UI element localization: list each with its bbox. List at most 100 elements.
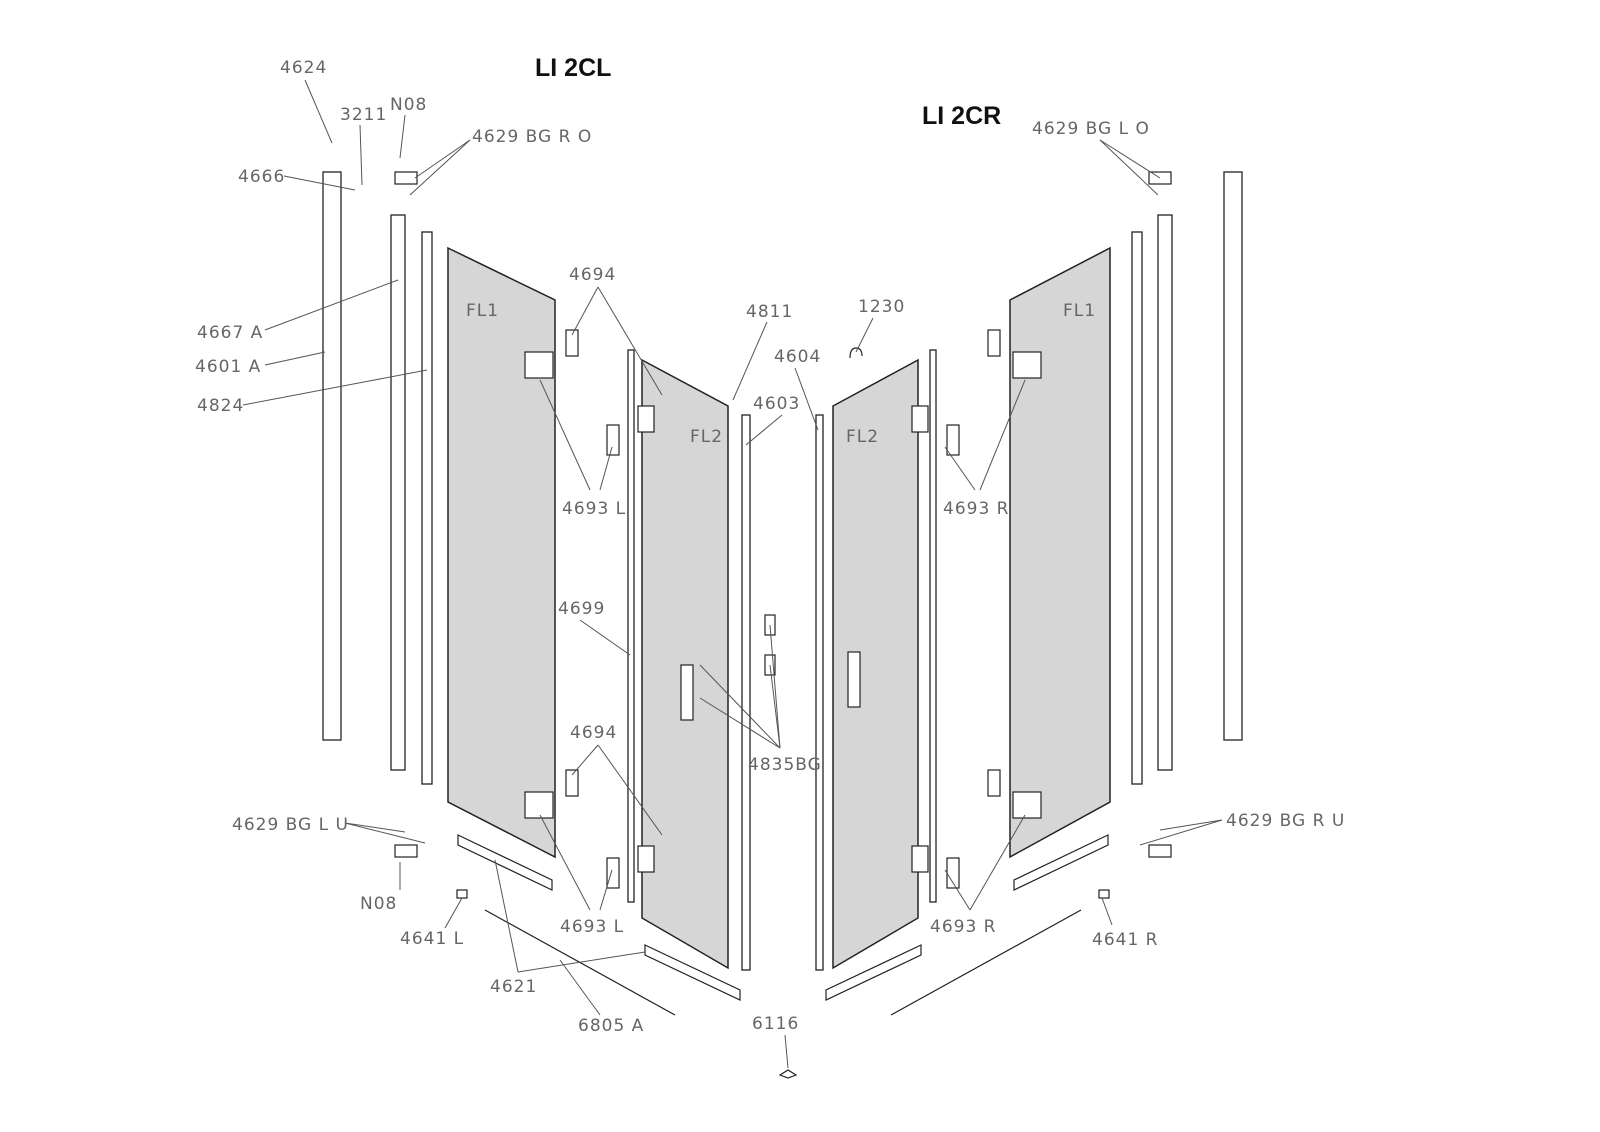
label-l6805a: 6805 A bbox=[578, 1016, 644, 1036]
label-l4699: 4699 bbox=[558, 599, 605, 619]
threshold-right-1 bbox=[825, 944, 922, 1001]
leader-line bbox=[599, 869, 613, 911]
profile-4601a bbox=[390, 214, 406, 771]
label-l4835bg: 4835BG bbox=[748, 755, 822, 775]
title-li-2cl: LI 2CL bbox=[535, 54, 611, 82]
leader-line bbox=[539, 379, 591, 491]
part-right-3 bbox=[1012, 791, 1042, 819]
label-n08-top: N08 bbox=[390, 95, 427, 115]
leader-line bbox=[1099, 139, 1159, 196]
leader-line bbox=[784, 1034, 789, 1069]
part-right-6 bbox=[911, 405, 929, 433]
label-l3211: 3211 bbox=[340, 105, 387, 125]
label-l4641l: 4641 L bbox=[400, 929, 464, 949]
leader-line bbox=[304, 79, 333, 144]
profile-4604 bbox=[815, 414, 824, 971]
glass-panel-fl2-right bbox=[832, 358, 919, 970]
glass-panel-fl1-left bbox=[447, 246, 556, 859]
title-li-2cr: LI 2CR bbox=[922, 102, 1001, 130]
leader-line bbox=[344, 822, 426, 844]
leader-line bbox=[539, 814, 591, 911]
part-right-9 bbox=[1148, 844, 1172, 858]
label-l4693r-top: 4693 R bbox=[943, 499, 1009, 519]
leader-line bbox=[769, 624, 781, 749]
leader-lines bbox=[242, 79, 1223, 1069]
leader-line bbox=[559, 959, 601, 1016]
threshold-4621-0 bbox=[457, 834, 553, 891]
label-l6116: 6116 bbox=[752, 1014, 799, 1034]
label-l4693r-bottom: 4693 R bbox=[930, 917, 996, 937]
part-left-0 bbox=[565, 329, 579, 357]
glass-panel-fl1-right bbox=[1009, 246, 1111, 859]
label-l4694-top: 4694 bbox=[569, 265, 616, 285]
leader-line bbox=[794, 367, 819, 431]
label-l4629-bg-l-o: 4629 BG L O bbox=[1032, 119, 1150, 139]
label-l4694-bottom: 4694 bbox=[570, 723, 617, 743]
leader-line bbox=[699, 664, 781, 749]
leader-line bbox=[944, 869, 971, 911]
seal-4824 bbox=[421, 231, 433, 785]
part-right-1 bbox=[987, 769, 1001, 797]
leader-line bbox=[699, 697, 781, 749]
leader-line bbox=[1101, 897, 1113, 926]
right-assembly bbox=[778, 171, 1243, 1079]
label-l4624: 4624 bbox=[280, 58, 327, 78]
leader-line bbox=[571, 286, 599, 336]
leader-line bbox=[579, 619, 631, 656]
leader-line bbox=[414, 139, 471, 179]
leader-line bbox=[769, 664, 781, 749]
leader-line bbox=[517, 951, 646, 973]
profile-4603 bbox=[741, 414, 751, 971]
leader-line bbox=[745, 414, 783, 446]
handle-left bbox=[680, 664, 694, 721]
part-left-3 bbox=[524, 791, 554, 819]
wall-profile-right bbox=[1223, 171, 1243, 741]
part-right-7 bbox=[911, 845, 929, 873]
profile-4699 bbox=[627, 349, 635, 903]
label-l4629-bg-l-u: 4629 BG L U bbox=[232, 815, 349, 835]
label-l4603: 4603 bbox=[753, 394, 800, 414]
part-left-8 bbox=[394, 171, 418, 185]
leader-line bbox=[599, 446, 613, 491]
leader-line bbox=[979, 379, 1026, 491]
part-left-4 bbox=[606, 424, 620, 456]
label-l1230: 1230 bbox=[858, 297, 905, 317]
part-left-7 bbox=[637, 845, 655, 873]
leader-line bbox=[344, 822, 406, 833]
leader-line bbox=[571, 744, 599, 776]
hook-1230 bbox=[849, 347, 863, 359]
label-fl2-right: FL2 bbox=[846, 427, 879, 447]
leader-line bbox=[399, 114, 406, 159]
leader-line bbox=[597, 286, 663, 396]
part-left-10 bbox=[456, 889, 468, 899]
profile-right-door bbox=[929, 349, 937, 903]
label-l4629-bg-r-u: 4629 BG R U bbox=[1226, 811, 1345, 831]
label-l4641r: 4641 R bbox=[1092, 930, 1158, 950]
leader-line bbox=[494, 859, 519, 973]
seal-6805a-right bbox=[890, 909, 1082, 1016]
threshold-right-0 bbox=[1013, 834, 1109, 891]
label-fl1-left: FL1 bbox=[466, 301, 499, 321]
part-left-9 bbox=[394, 844, 418, 858]
leader-line bbox=[969, 814, 1026, 911]
leader-line bbox=[264, 351, 326, 366]
part-right-10 bbox=[1098, 889, 1110, 899]
leader-line bbox=[1099, 139, 1161, 179]
part-right-2 bbox=[1012, 351, 1042, 379]
handle-right bbox=[847, 651, 861, 708]
profile-right bbox=[1157, 214, 1173, 771]
leader-line bbox=[1159, 819, 1223, 831]
label-l4693l-top: 4693 L bbox=[562, 499, 626, 519]
leader-line bbox=[283, 175, 356, 191]
leader-line bbox=[359, 124, 363, 186]
label-l4667a: 4667 A bbox=[197, 323, 263, 343]
part-left-1 bbox=[565, 769, 579, 797]
label-l4601a: 4601 A bbox=[195, 357, 261, 377]
label-l4604: 4604 bbox=[774, 347, 821, 367]
leader-line bbox=[944, 446, 976, 491]
part-right-0 bbox=[987, 329, 1001, 357]
leader-line bbox=[855, 317, 874, 353]
part-left-6 bbox=[637, 405, 655, 433]
